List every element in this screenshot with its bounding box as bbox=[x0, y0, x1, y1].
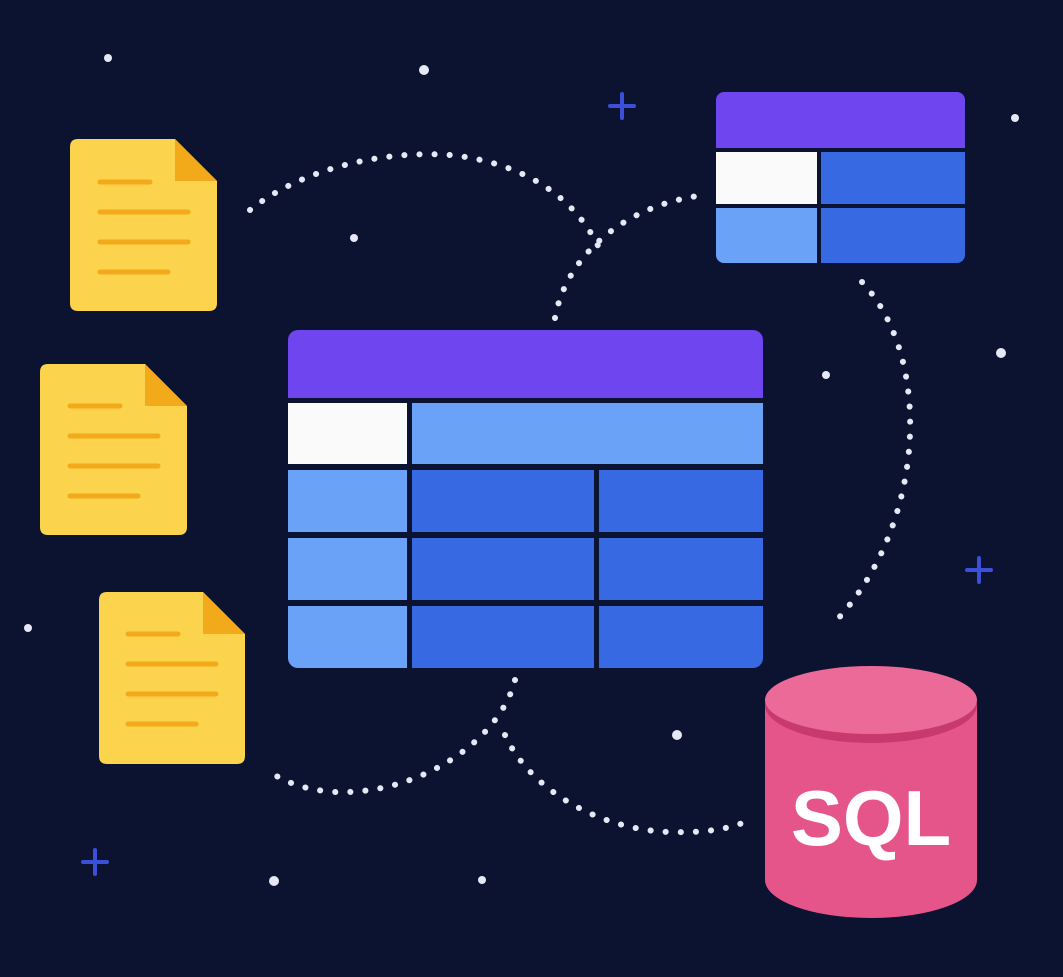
sparkle-icon bbox=[608, 92, 636, 120]
star-dot bbox=[996, 348, 1006, 358]
table-cell bbox=[412, 470, 594, 532]
table-header bbox=[288, 330, 763, 398]
dotted-path-arc-right bbox=[829, 279, 914, 628]
star-dot bbox=[104, 54, 112, 62]
table-cell bbox=[599, 470, 763, 532]
table-cell bbox=[821, 208, 965, 263]
table-header bbox=[716, 92, 965, 148]
star-dot bbox=[350, 234, 358, 242]
table-cell-highlight bbox=[716, 152, 817, 204]
table-cell bbox=[599, 606, 763, 668]
star-dot bbox=[269, 876, 279, 886]
star-dots bbox=[24, 54, 1019, 886]
document-icon bbox=[40, 364, 187, 535]
table-icon-small bbox=[716, 92, 965, 263]
table-cell bbox=[716, 208, 817, 263]
table-cell bbox=[412, 538, 594, 600]
table-cell bbox=[412, 403, 763, 464]
star-dot bbox=[478, 876, 486, 884]
star-dot bbox=[24, 624, 32, 632]
database-label: SQL bbox=[791, 774, 951, 862]
table-icon-main bbox=[288, 330, 763, 668]
table-cell-highlight bbox=[288, 403, 407, 464]
database-icon: SQL bbox=[765, 666, 977, 918]
star-dot bbox=[1011, 114, 1019, 122]
star-dot bbox=[822, 371, 830, 379]
table-cell bbox=[821, 152, 965, 204]
sparkle-icon bbox=[81, 848, 109, 876]
star-dot bbox=[672, 730, 682, 740]
document-icon bbox=[99, 592, 245, 764]
dotted-path-table-to-database bbox=[502, 732, 748, 836]
table-cell bbox=[599, 538, 763, 600]
star-dot bbox=[419, 65, 429, 75]
sparkles bbox=[81, 92, 993, 876]
sparkle-icon bbox=[965, 556, 993, 584]
table-cell bbox=[412, 606, 594, 668]
dotted-path-table-to-document bbox=[267, 677, 518, 796]
table-cell bbox=[288, 538, 407, 600]
dotted-path-group bbox=[247, 151, 914, 836]
document-icon bbox=[70, 139, 217, 311]
dotted-path-documents-to-table bbox=[247, 151, 603, 253]
table-cell bbox=[288, 470, 407, 532]
table-cell bbox=[288, 606, 407, 668]
